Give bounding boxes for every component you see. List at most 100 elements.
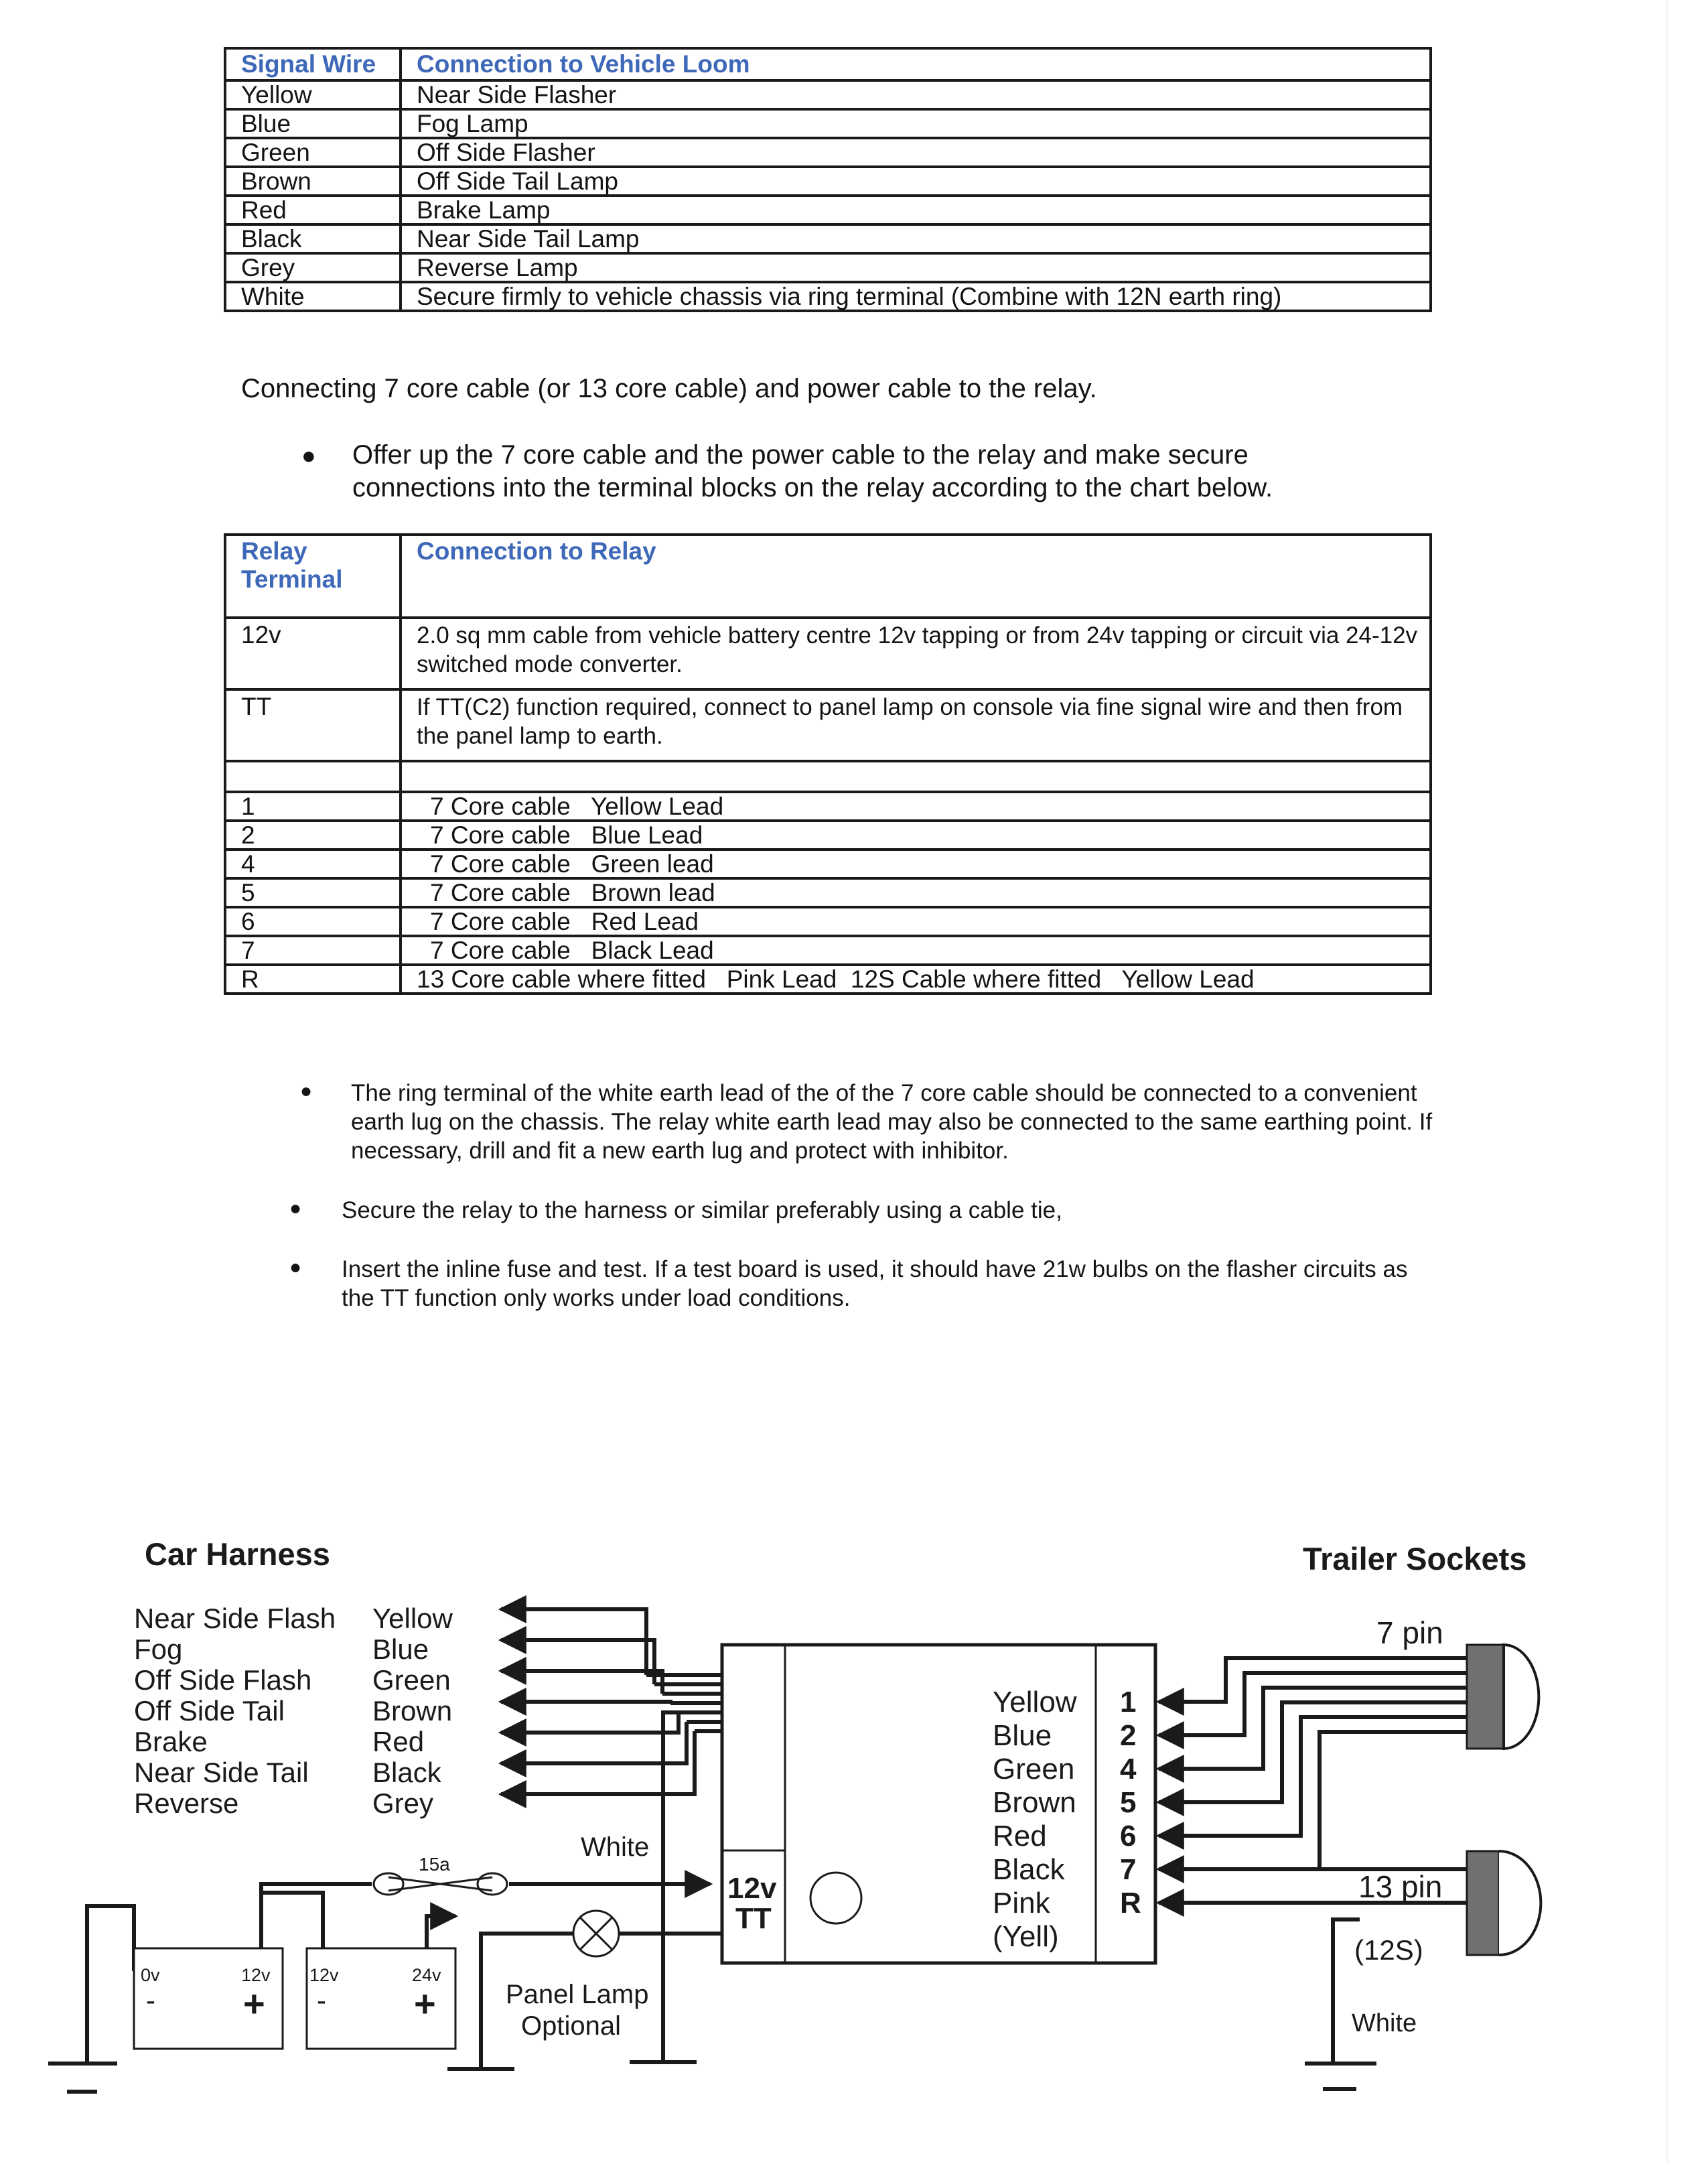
relay-pin-label: 1 [1120, 1686, 1136, 1718]
relay-lead-label: Red [993, 1820, 1047, 1852]
battery-earth-wire [85, 1904, 136, 2064]
connection-cell: Near Side Tail Lamp [399, 223, 1432, 255]
relay-box: 12v TT YellowBlueGreenBrownRedBlackPink(… [720, 1643, 1157, 1965]
relay-connection-cell: 7 Core cable Red Lead [399, 906, 1432, 937]
harness-colour-label: Blue [372, 1633, 429, 1665]
relay-terminal-cell: 7 [224, 935, 402, 966]
harness-function-label: Near Side Tail [134, 1757, 309, 1788]
relay-pin-label: 6 [1120, 1820, 1136, 1852]
relay-pin-label: R [1120, 1887, 1141, 1919]
relay-connection-cell: 7 Core cable Black Lead [399, 935, 1432, 966]
harness-wire [498, 1595, 648, 1675]
socket-7-label: 7 pin [1376, 1615, 1443, 1650]
relay-connection-cell: 7 Core cable Yellow Lead [399, 791, 1432, 822]
relay-lead-label: Yellow [993, 1686, 1077, 1718]
column-header: Signal Wire [224, 47, 402, 82]
relay-white-earth-wire [661, 1710, 727, 2062]
socket-wire [1155, 1730, 1467, 1883]
wiring-diagram: 12v TT YellowBlueGreenBrownRedBlackPink(… [48, 1536, 1543, 2094]
panel-lamp-icon [572, 1909, 620, 1958]
signal-wire-cell: Green [224, 137, 402, 168]
signal-wire-cell: White [224, 281, 402, 312]
battery-1-left: 0v [141, 1965, 160, 1985]
socket-white-label: White [1352, 2009, 1417, 2037]
intro-line: Connecting 7 core cable (or 13 core cabl… [241, 374, 1097, 403]
relay-pin-label: 5 [1120, 1786, 1136, 1819]
socket-13-label: 13 pin [1358, 1869, 1442, 1904]
bullet-dot: ● [289, 1197, 302, 1219]
signal-wire-cell: Grey [224, 252, 402, 283]
signal-wire-cell: Black [224, 223, 402, 255]
socket-wire [1155, 1700, 1467, 1816]
connection-cell: Brake Lamp [399, 194, 1432, 226]
signal-wire-cell: Yellow [224, 79, 402, 111]
relay-white-label: White [581, 1832, 649, 1862]
battery-2-plus: + [414, 1982, 436, 2025]
column-header: Connection to Relay [399, 533, 1432, 619]
socket-7-pin [1466, 1643, 1541, 1751]
relay-connection-cell: If TT(C2) function required, connect to … [399, 688, 1432, 762]
table-row [224, 760, 1432, 793]
relay-terminal-cell: 5 [224, 877, 402, 908]
battery-1-minus: - [146, 1984, 155, 2016]
lamp-to-earth-wire [479, 1932, 573, 2069]
harness-function-label: Near Side Flash [134, 1603, 336, 1634]
relay-terminal-cell: 2 [224, 819, 402, 851]
socket-wire [1155, 1715, 1467, 1850]
harness-wire [498, 1722, 689, 1777]
connection-cell: Off Side Tail Lamp [399, 165, 1432, 197]
harness-wire [498, 1626, 656, 1684]
signal-wire-cell: Red [224, 194, 402, 226]
harness-wire [498, 1712, 681, 1747]
connection-cell: Reverse Lamp [399, 252, 1432, 283]
relay-lead-label: Blue [993, 1719, 1052, 1752]
bullet-text: The ring terminal of the white earth lea… [351, 1080, 1433, 1164]
battery-link-wire [261, 1891, 325, 1971]
relay-terminal-cell: 6 [224, 906, 402, 937]
harness-wire [498, 1688, 672, 1716]
connection-cell: Secure firmly to vehicle chassis via rin… [399, 281, 1432, 312]
battery-2-minus: - [317, 1984, 326, 2016]
fuse-label: 15a [419, 1854, 450, 1875]
relay-terminal-cell: TT [224, 688, 402, 762]
relay-connection-cell: 7 Core cable Blue Lead [399, 819, 1432, 851]
harness-colour-label: Grey [372, 1787, 433, 1819]
harness-wire [498, 1657, 664, 1694]
battery-2: 12v 24v - + [305, 1947, 457, 2050]
battery-2-right: 24v [412, 1965, 441, 1985]
relay-pin-label: 2 [1120, 1719, 1136, 1752]
relay-lead-label: Brown [993, 1786, 1076, 1819]
harness-colour-label: Black [372, 1757, 442, 1788]
socket-wires [1155, 1656, 1467, 1917]
socket-white-earth-wire [1331, 1917, 1360, 2064]
relay-connection-cell: 7 Core cable Green lead [399, 848, 1432, 880]
panel-lamp-label-2: Optional [521, 2011, 621, 2041]
socket-12s-label: (12S) [1354, 1934, 1423, 1966]
harness-function-label: Brake [134, 1726, 208, 1757]
harness-colour-label: Red [372, 1726, 424, 1757]
relay-terminal-cell: R [224, 963, 402, 995]
harness-colour-label: Yellow [372, 1603, 453, 1634]
connection-cell: Fog Lamp [399, 108, 1432, 139]
